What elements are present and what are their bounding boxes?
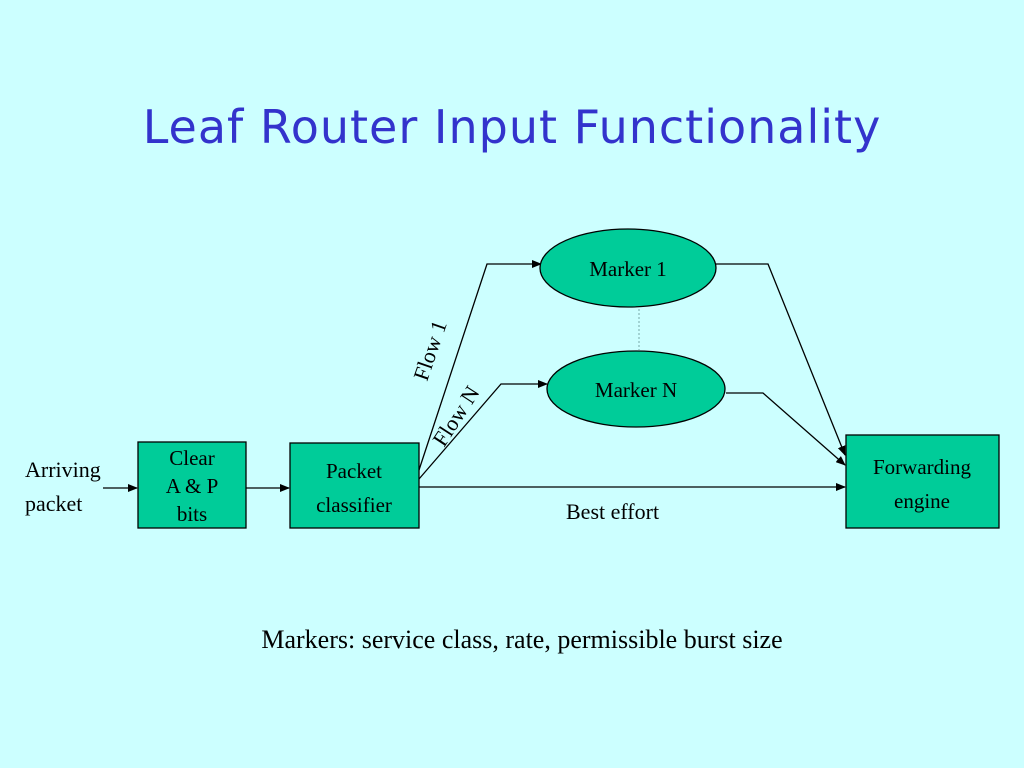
- best-effort-label: Best effort: [566, 499, 659, 524]
- markers-footnote: Markers: service class, rate, permissibl…: [261, 625, 783, 654]
- flow-n-label: Flow N: [427, 381, 484, 451]
- forwarding-engine-box: [845, 434, 1000, 529]
- marker-n-label: Marker N: [595, 378, 677, 402]
- arrow-flow-n: [418, 380, 548, 480]
- arriving-packet-label-2: packet: [25, 491, 82, 516]
- arrow-markerN-to-forwarding: [726, 392, 846, 466]
- clear-box-line-2: A & P: [166, 474, 219, 498]
- clear-ap-bits-box: [137, 441, 247, 529]
- forwarding-line-2: engine: [894, 489, 950, 513]
- arrow-marker1-to-forwarding: [716, 263, 846, 456]
- clear-box-line-1: Clear: [169, 446, 214, 470]
- slide-title: Leaf Router Input Functionality: [142, 100, 882, 154]
- classifier-line-2: classifier: [316, 493, 392, 517]
- forwarding-line-1: Forwarding: [873, 455, 971, 479]
- flow-1-label: Flow 1: [408, 317, 452, 384]
- classifier-line-1: Packet: [326, 459, 382, 483]
- marker-1-node: [539, 228, 717, 308]
- marker-n-node: [546, 350, 726, 428]
- clear-box-line-3: bits: [177, 502, 207, 526]
- arrow-flow-1: [418, 260, 542, 471]
- arriving-packet-label: Arriving: [25, 457, 101, 482]
- marker-1-label: Marker 1: [589, 257, 667, 281]
- packet-classifier-box: [289, 442, 420, 529]
